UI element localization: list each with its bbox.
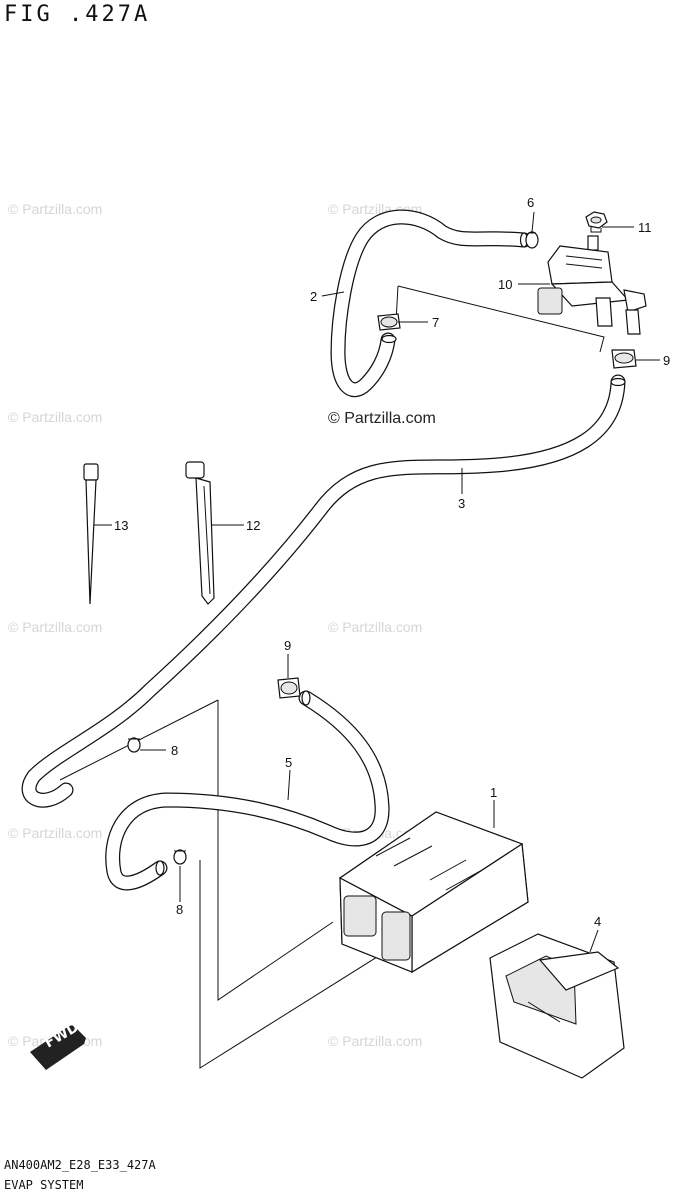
watermark: © Partzilla.com [8,825,102,841]
callout-10: 10 [498,277,512,292]
callout-3: 3 [458,496,465,511]
hose-2 [330,209,532,398]
callout-1: 1 [490,785,497,800]
hose-3 [21,374,626,808]
callouts: 6 11 10 2 7 9 3 13 12 9 8 5 1 8 4 [94,195,670,953]
callout-6: 6 [527,195,534,210]
callout-5: 5 [285,755,292,770]
watermark: © Partzilla.com [328,1033,422,1049]
callout-2: 2 [310,289,317,304]
callout-8-upper: 8 [171,743,178,758]
nut-11 [585,211,608,233]
purge-valve-10 [537,235,647,335]
clamp-8-upper [127,737,141,753]
callout-7: 7 [432,315,439,330]
bracket-4 [489,933,625,1079]
watermark-grid: © Partzilla.com © Partzilla.com © Partzi… [8,201,422,1049]
figure-name: EVAP SYSTEM [4,1178,84,1192]
callout-4: 4 [594,914,601,929]
callout-9-lower: 9 [284,638,291,653]
clamp-8-lower [173,849,187,865]
watermark: © Partzilla.com [8,619,102,635]
callout-12: 12 [246,518,260,533]
clamp-9-top [611,349,637,369]
clamp-7 [377,313,401,331]
callout-9-top: 9 [663,353,670,368]
callout-11: 11 [638,220,652,235]
canister-1 [338,811,529,974]
watermark: © Partzilla.com [8,409,102,425]
hose-5 [105,690,390,891]
clamp-9-lower [277,677,301,699]
figure-code: AN400AM2_E28_E33_427A [4,1158,156,1172]
watermark: © Partzilla.com [8,201,102,217]
tie-13 [83,463,99,605]
clamp-6 [525,231,539,249]
callout-8-lower: 8 [176,902,183,917]
main-watermark: © Partzilla.com [328,410,436,427]
figure-title: FIG .427A [4,2,151,27]
callout-13: 13 [114,518,128,533]
watermark: © Partzilla.com [328,619,422,635]
tie-12 [185,461,215,605]
